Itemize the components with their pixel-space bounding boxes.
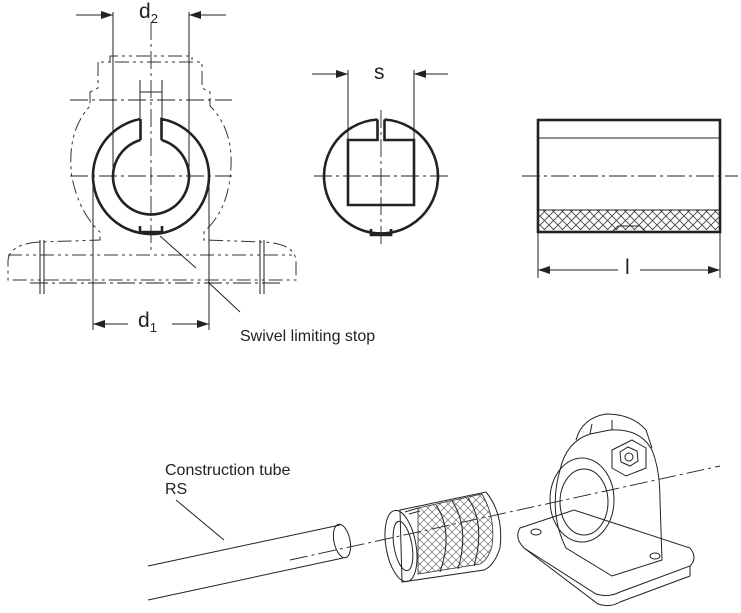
d1-label: d1 [138, 309, 157, 335]
d1-label-sub: 1 [149, 320, 157, 335]
tube-label-leader [175, 499, 225, 541]
exploded-assembly [147, 413, 721, 607]
s-arrow-left [336, 70, 348, 78]
bush-section-view [312, 70, 448, 245]
clamp-base-hole-left [530, 528, 542, 536]
clamp-bore-outer [549, 457, 615, 543]
clamp-base-plate [517, 509, 695, 597]
bush-iso-rib-3 [467, 497, 480, 567]
bush-iso-rib-1 [435, 504, 447, 573]
s-label: s [374, 61, 385, 84]
clamp-top-ridge [109, 55, 193, 62]
bush-iso-rib-2 [451, 500, 464, 570]
bush-outer-ring [91, 117, 211, 236]
swivel-leader-2 [207, 281, 241, 313]
bush-side-hatched-band [539, 210, 719, 230]
bush-iso-body [399, 491, 502, 583]
clamp-base-hole-right [649, 552, 661, 560]
d2-label-main: d [139, 0, 151, 23]
l-label: l [625, 256, 630, 279]
tube-edge-bottom [147, 557, 344, 601]
d2-label: d2 [139, 0, 158, 26]
bush-side-notch [611, 225, 647, 233]
bush-iso-front-ring [384, 509, 418, 583]
d1-label-main: d [138, 309, 150, 332]
assembly-axis [289, 465, 721, 561]
bush-inner-ring [111, 138, 191, 216]
d2-label-sub: 2 [150, 11, 158, 26]
s-arrow-right [414, 70, 426, 78]
bush-iso-mesh [417, 493, 494, 575]
clamp-housing [554, 429, 663, 577]
l-arrow-right [708, 266, 720, 274]
clamp-base-edge [523, 547, 691, 607]
swivel-leader-1 [159, 235, 197, 269]
l-arrow-left [538, 266, 550, 274]
swivel-limiting-stop-label: Swivel limiting stop [240, 328, 376, 345]
clamp-bolt-boss [611, 439, 647, 477]
clamp-slot [589, 420, 613, 435]
d1-arrow-right [197, 320, 209, 328]
clamp-front-view [7, 11, 297, 330]
construction-tube [147, 499, 352, 601]
bush-iso-bore [392, 520, 414, 572]
d1-arrow-left [93, 320, 105, 328]
d2-arrow-right [189, 11, 201, 19]
clamp-bore-inner [559, 468, 609, 536]
construction-tube-label-line2: RS [165, 481, 188, 498]
bush-side-view [522, 118, 738, 278]
bush-iso-slot [404, 507, 421, 515]
construction-tube-label-line1: Construction tube [165, 462, 291, 479]
clamp-bolt-head [624, 452, 634, 462]
clamp-isometric [517, 413, 695, 607]
clamp-housing-top [575, 413, 653, 449]
d2-arrow-left [101, 11, 113, 19]
bush-isometric [384, 491, 502, 583]
tube-edge-top [147, 524, 341, 567]
tube-end [332, 523, 352, 559]
clamp-phantom-outline [7, 61, 297, 281]
clamp-hex-nut [619, 446, 639, 467]
